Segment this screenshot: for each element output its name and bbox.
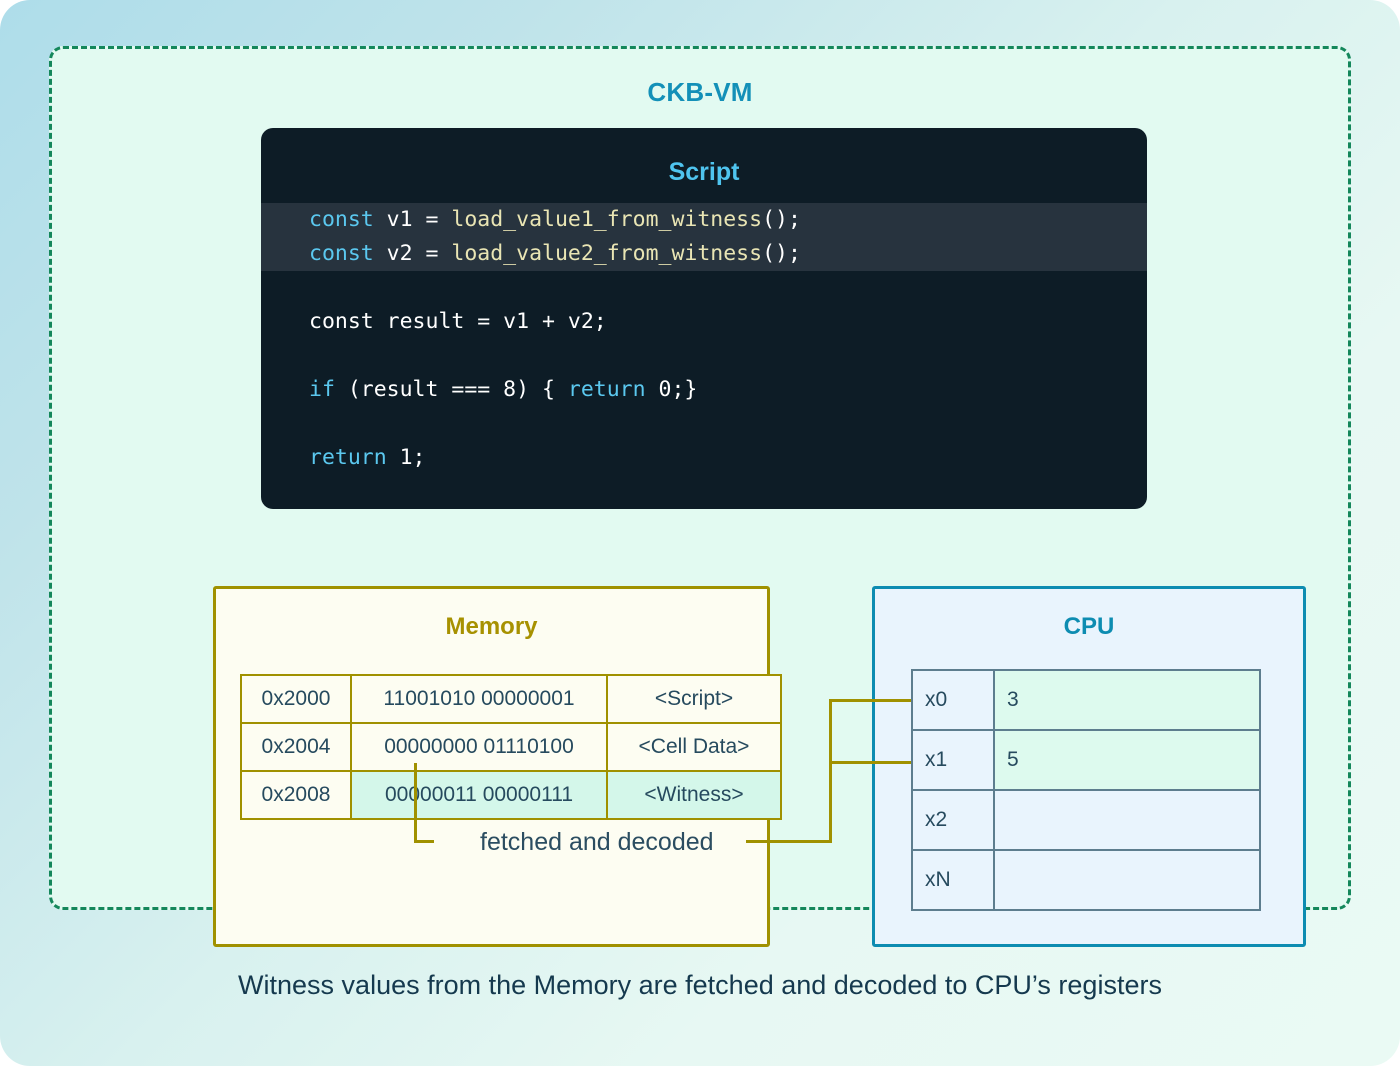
fetched-and-decoded-label: fetched and decoded [480, 828, 714, 856]
code-line: const v2 = load_value2_from_witness(); [261, 237, 1147, 271]
cpu-register-value [993, 789, 1261, 851]
script-title: Script [668, 158, 740, 186]
memory-address-cell: 0x2008 [240, 770, 352, 820]
code-token: (); [762, 241, 801, 266]
cpu-register-value: 5 [993, 729, 1261, 791]
code-token: const [309, 241, 387, 266]
cpu-register-row: xN [911, 849, 1261, 911]
ckb-vm-title: CKB-VM [647, 77, 753, 107]
memory-bits-cell: 11001010 00000001 [350, 674, 608, 724]
cpu-register-value: 3 [993, 669, 1261, 731]
connector-wire-trunk [829, 699, 832, 843]
code-token: (result === 8) { [334, 377, 568, 402]
code-token: const result = v1 + v2; [309, 309, 607, 334]
code-token: load_value2_from_witness [451, 241, 763, 266]
connector-wire-to-x0 [829, 699, 911, 702]
cpu-register-name: x0 [911, 669, 995, 731]
code-line-blank [261, 407, 1147, 441]
code-token: v1 = [386, 207, 452, 232]
connector-wire-drop [414, 763, 417, 843]
memory-tag-cell: <Script> [606, 674, 782, 724]
code-token: 1; [386, 445, 426, 470]
memory-tag-cell: <Cell Data> [606, 722, 782, 772]
connector-wire-elbow [414, 840, 434, 843]
script-code-area: const v1 = load_value1_from_witness();co… [261, 197, 1147, 475]
code-token: load_value1_from_witness [451, 207, 763, 232]
code-line: const result = v1 + v2; [261, 305, 1147, 339]
code-token: (); [762, 207, 801, 232]
connector-wire-to-x1 [829, 761, 911, 764]
memory-address-cell: 0x2000 [240, 674, 352, 724]
code-line-blank [261, 271, 1147, 305]
code-token: v2 = [386, 241, 452, 266]
diagram-caption: Witness values from the Memory are fetch… [238, 970, 1162, 1000]
memory-tag-cell: <Witness> [606, 770, 782, 820]
script-box: Script const v1 = load_value1_from_witne… [261, 128, 1147, 509]
code-token: const [309, 207, 387, 232]
connector-wire-right [746, 840, 832, 843]
memory-bits-cell: 00000011 00000111 [350, 770, 608, 820]
memory-address-cell: 0x2004 [240, 722, 352, 772]
cpu-register-row: x2 [911, 789, 1261, 851]
code-token: return [567, 377, 646, 402]
code-line: return 1; [261, 441, 1147, 475]
cpu-title: CPU [1063, 613, 1115, 640]
cpu-register-name: x2 [911, 789, 995, 851]
memory-bits-cell: 00000000 01110100 [350, 722, 608, 772]
ckb-vm-panel: CKB-VM Script const v1 = load_value1_fro… [49, 46, 1351, 947]
cpu-register-name: xN [911, 849, 995, 911]
code-token: return [309, 445, 387, 470]
cpu-register-name: x1 [911, 729, 995, 791]
cpu-register-value [993, 849, 1261, 911]
code-line: const v1 = load_value1_from_witness(); [261, 203, 1147, 237]
code-line: if (result === 8) { return 0;} [261, 373, 1147, 407]
code-line-blank [261, 339, 1147, 373]
code-token: if [309, 377, 335, 402]
memory-title: Memory [445, 613, 538, 640]
code-token: 0;} [645, 377, 698, 402]
